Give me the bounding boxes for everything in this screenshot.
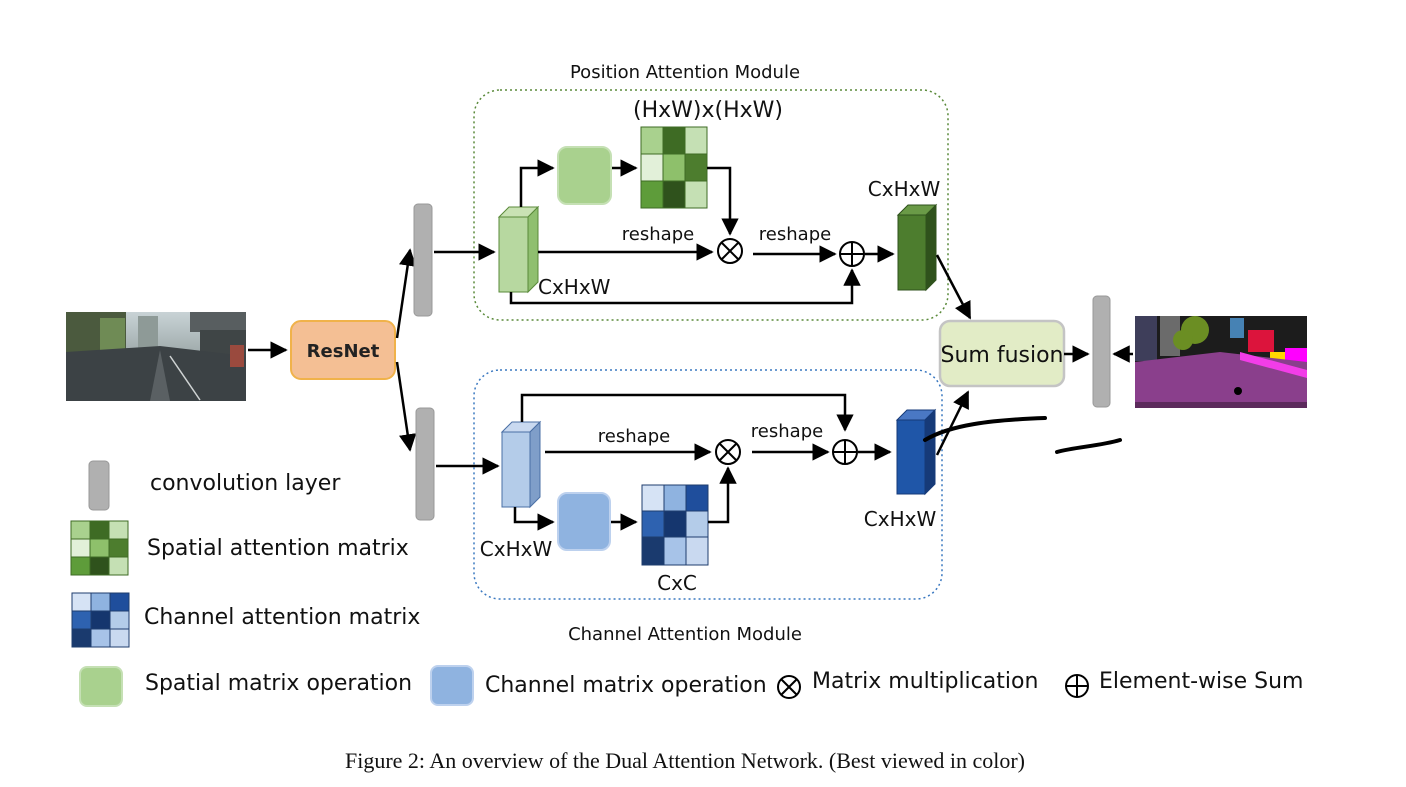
pam-output-feature-block [896,203,938,292]
arrow-pam-to-spatial-op [519,159,555,207]
cam-channel-attention-matrix [641,484,709,566]
conv-layer-pam [413,203,433,317]
pam-spatial-matrix-operation [557,146,612,205]
output-segmentation-image [1135,316,1307,408]
pam-reshape-label-1: reshape [622,224,694,245]
arrow-pam-output-to-fusion [935,254,972,320]
cam-reshape-label-1: reshape [598,426,670,447]
cam-input-shape-label: CxHxW [480,537,553,561]
arrow-cam-to-channel-op [513,507,555,531]
arrow-resnet-to-cam-conv [395,361,417,452]
arrow-resnet-to-pam-conv [395,248,417,339]
handwritten-stroke-2 [1055,438,1122,454]
cam-input-feature-block [500,420,542,509]
legend-elemsum-icon [1065,674,1089,698]
input-street-image [66,312,246,401]
legend-matmul-icon [777,675,801,699]
cam-matrix-multiplication-icon [715,439,741,465]
legend-spatial-op-swatch [79,666,123,707]
pam-output-shape-label: CxHxW [868,177,941,201]
conv-layer-cam [415,407,435,521]
resnet-block [290,320,396,380]
channel-attention-module-title: Channel Attention Module [568,624,802,645]
resnet-label: ResNet [307,341,380,362]
legend-channel-matrix-swatch [71,592,130,648]
legend-spatial-matrix-swatch [70,520,129,576]
handwritten-stroke-1 [923,416,1047,442]
cam-channel-matrix-operation [557,492,611,551]
legend-conv-layer-label: convolution layer [150,471,341,496]
arrow-cam-matrix-to-mult [708,466,737,524]
pam-matrix-multiplication-icon [717,238,743,264]
cam-reshape-label-2: reshape [751,421,823,442]
cam-output-shape-label: CxHxW [864,507,937,531]
figure-caption: Figure 2: An overview of the Dual Attent… [345,748,1025,773]
position-attention-module-title: Position Attention Module [570,62,800,83]
legend-spatial-matrix-label: Spatial attention matrix [147,536,409,561]
position-attention-module-box [473,89,949,321]
legend-channel-op-swatch [430,665,474,706]
sum-fusion-label: Sum fusion [941,343,1064,368]
pam-input-feature-block [497,205,540,294]
cam-element-wise-sum-icon [832,439,858,465]
pam-element-wise-sum-icon [839,241,865,267]
cam-output-feature-block [895,408,937,496]
cam-matrix-shape-label: CxC [657,571,697,595]
legend-channel-op-label: Channel matrix operation [485,673,767,698]
legend-matmul-label: Matrix multiplication [812,669,1038,694]
pam-reshape-label-2: reshape [759,224,831,245]
arrow-cam-skip-to-sum [520,393,854,432]
conv-layer-output [1092,295,1111,408]
arrow-cam-output-to-fusion [935,390,970,456]
pam-spatial-attention-matrix [640,126,708,209]
arrow-matrix-to-pam-mult [707,166,739,236]
legend-conv-layer-swatch [88,460,110,511]
arrow-pam-skip-to-sum [509,268,861,305]
pam-input-shape-label: CxHxW [538,275,611,299]
pam-matrix-shape-label: (HxW)x(HxW) [633,98,783,123]
channel-attention-module-box [473,369,943,600]
legend-channel-matrix-label: Channel attention matrix [144,605,420,630]
legend-spatial-op-label: Spatial matrix operation [145,671,412,696]
legend-elemsum-label: Element-wise Sum [1099,669,1303,694]
